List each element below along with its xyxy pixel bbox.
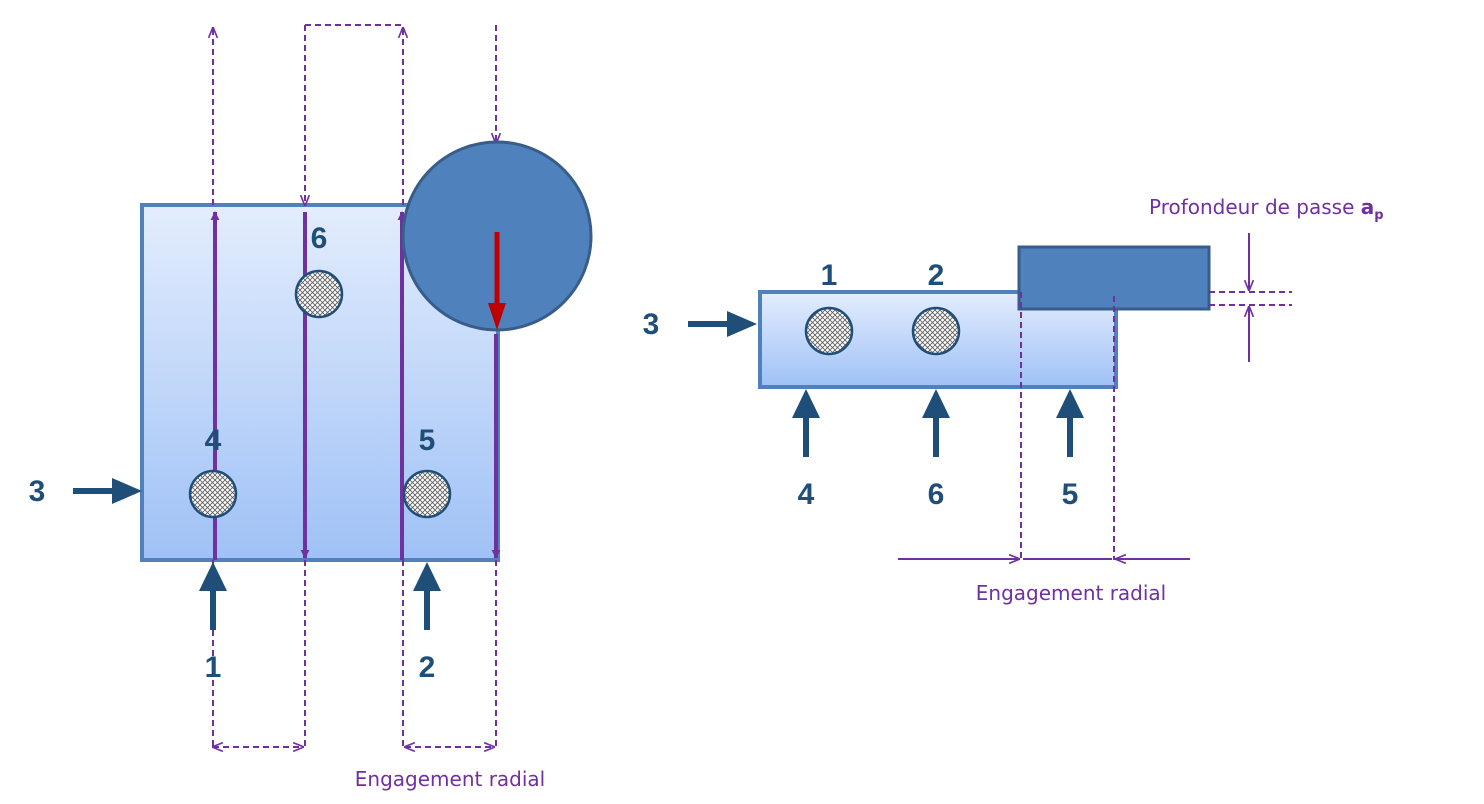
left-label-4: 4 (205, 424, 222, 457)
left-locator-arrow-1 (199, 562, 227, 630)
depth-subscript: p (1374, 208, 1383, 223)
left-pin-4 (188, 469, 238, 519)
right-locator-arrow-3 (688, 311, 757, 337)
left-label-5: 5 (419, 424, 436, 457)
right-locator-arrow-5 (1056, 389, 1084, 457)
right-view: 1 2 3 4 6 5 Engagement radial Profondeur… (643, 195, 1384, 605)
left-engagement-label: Engagement radial (355, 767, 545, 791)
left-pin-6 (294, 269, 344, 319)
right-engagement-label: Engagement radial (976, 581, 1166, 605)
left-label-1: 1 (205, 651, 222, 684)
left-label-2: 2 (419, 651, 436, 684)
left-locator-arrow-3 (73, 478, 142, 504)
depth-label-text: Profondeur de passe (1149, 195, 1361, 219)
feed-arrow (488, 232, 506, 330)
left-pin-5 (402, 469, 452, 519)
right-label-4: 4 (798, 478, 815, 511)
right-locator-arrow-6 (922, 389, 950, 457)
left-locator-arrow-2 (413, 562, 441, 630)
right-pin-2 (911, 306, 961, 356)
left-label-3: 3 (29, 475, 46, 508)
depth-of-cut-label: Profondeur de passe ap (1149, 195, 1384, 223)
right-pin-1 (804, 306, 854, 356)
depth-symbol: a (1361, 195, 1375, 219)
right-label-3: 3 (643, 308, 660, 341)
left-label-6: 6 (311, 222, 328, 255)
right-locator-arrow-4 (792, 389, 820, 457)
left-dashed-paths (213, 24, 496, 747)
right-label-1: 1 (821, 259, 838, 292)
right-label-5: 5 (1062, 478, 1079, 511)
left-view: 6 4 5 3 1 2 Engagement radial (29, 24, 593, 791)
right-label-6: 6 (928, 478, 945, 511)
right-label-2: 2 (928, 259, 945, 292)
right-dashed-lines (1020, 291, 1292, 560)
